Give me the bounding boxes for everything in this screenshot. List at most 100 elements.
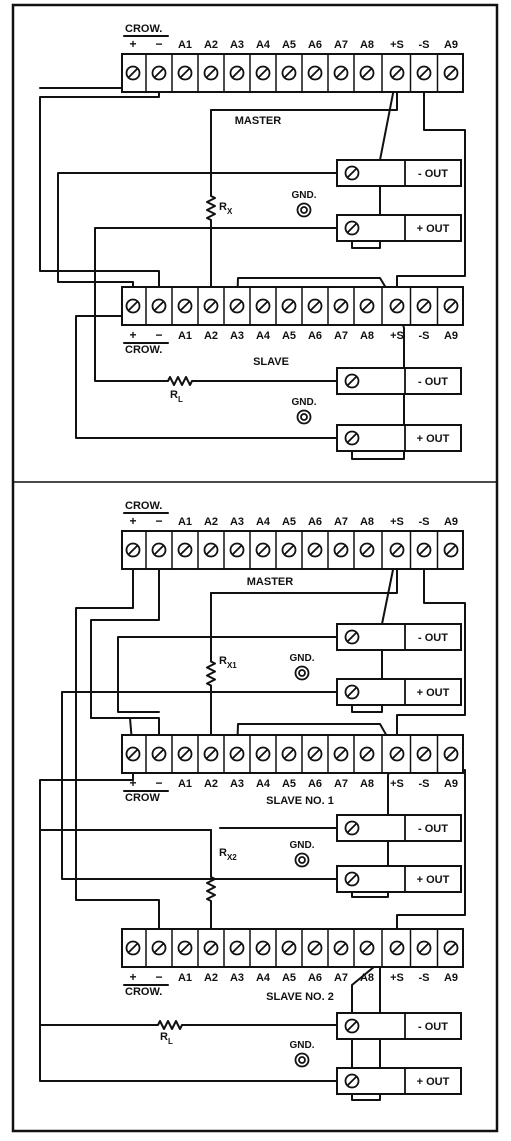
top-slave-screw-A8-slot bbox=[361, 300, 373, 312]
top-slave-screw-A7-slot bbox=[335, 300, 347, 312]
top-master-crow-plus: + bbox=[129, 37, 136, 51]
top-crow-plus-wire bbox=[39, 72, 134, 89]
top-slave-label-A1: A1 bbox=[178, 330, 192, 342]
bot-slave1-label-A9: A9 bbox=[444, 778, 458, 790]
bot-master-screw-A9-slot bbox=[445, 544, 457, 556]
bot-slave1-minus-out-screw-slot bbox=[346, 822, 358, 834]
bot-master-label-pS: +S bbox=[390, 516, 404, 528]
bot-master-plusout bbox=[61, 691, 338, 880]
bot-master-crow-plus: + bbox=[129, 514, 136, 528]
top-slave-gnd-inner bbox=[300, 413, 308, 421]
bot-slave2-screw-A7-slot bbox=[335, 942, 347, 954]
top-master-screw-A7-slot bbox=[335, 67, 347, 79]
bot-slave1-screw-A7-slot bbox=[335, 748, 347, 760]
top-master-screw-cp-slot bbox=[127, 67, 139, 79]
top-slave-screw-A2-slot bbox=[205, 300, 217, 312]
top-master-screw-A8-slot bbox=[361, 67, 373, 79]
top-slave-screw-cm-slot bbox=[153, 300, 165, 312]
bot-master-minus-out-screw-slot bbox=[346, 631, 358, 643]
bot-slave1-gnd-label: GND. bbox=[290, 840, 315, 851]
bot-slave1-screw-cm-slot bbox=[153, 748, 165, 760]
bot-master-label-mS: -S bbox=[419, 516, 430, 528]
bot-slave2-plus-out-label: + OUT bbox=[417, 1076, 450, 1088]
bot-master-screw-A2-slot bbox=[205, 544, 217, 556]
bot-master-label-A4: A4 bbox=[256, 516, 271, 528]
bot-slave2-crow-label: CROW. bbox=[125, 986, 162, 998]
bot-master-screw-A6-slot bbox=[309, 544, 321, 556]
bot-slave1-plus-out-label: + OUT bbox=[417, 874, 450, 886]
bot-master-plus-out-label: + OUT bbox=[417, 687, 450, 699]
top-slave-screw-pS-slot bbox=[391, 300, 403, 312]
bot-slave2-label-pS: +S bbox=[390, 972, 404, 984]
bot-slave1-label-A6: A6 bbox=[308, 778, 322, 790]
bot-master-screw-A3-slot bbox=[231, 544, 243, 556]
bot-slave1-crow-plus: + bbox=[129, 776, 136, 790]
bot-slave1-label-A2: A2 bbox=[204, 778, 218, 790]
top-master-screw-cm-slot bbox=[153, 67, 165, 79]
bot-slave2-crow-minus: − bbox=[155, 970, 162, 984]
top-master-label-A9: A9 bbox=[444, 39, 458, 51]
bot-slave2-minus-out-screw-slot bbox=[346, 1020, 358, 1032]
top-slave-screw-mS-slot bbox=[418, 300, 430, 312]
bot-slave1-label-A5: A5 bbox=[282, 778, 296, 790]
top-slave-label-A7: A7 bbox=[334, 330, 348, 342]
bot-slave1-gnd-inner bbox=[298, 856, 306, 864]
bot-slave1-label-A3: A3 bbox=[230, 778, 244, 790]
top-slave-label-A8: A8 bbox=[360, 330, 374, 342]
bot-slave2-screw-pS-slot bbox=[391, 942, 403, 954]
top-master-plus-out-label: + OUT bbox=[417, 223, 450, 235]
bot-master-crow-minus: − bbox=[155, 514, 162, 528]
bot-slave1-label-A1: A1 bbox=[178, 778, 192, 790]
bot-master-screw-A4-slot bbox=[257, 544, 269, 556]
top-minus-sense-wire bbox=[396, 72, 466, 307]
rl-wire bbox=[159, 376, 201, 386]
rx1-wire bbox=[206, 592, 216, 755]
top-master-label-A6: A6 bbox=[308, 39, 322, 51]
bot-slave2-label-A5: A5 bbox=[282, 972, 296, 984]
bot-master-label-A2: A2 bbox=[204, 516, 218, 528]
bot-slave1-screw-A5-slot bbox=[283, 748, 295, 760]
bot-slave1-minus-out-label: - OUT bbox=[418, 823, 448, 835]
top-master-screw-A2-slot bbox=[205, 67, 217, 79]
top-master-plus-out-screw-slot bbox=[346, 222, 358, 234]
bot-slave1-label-A4: A4 bbox=[256, 778, 271, 790]
top-slave-label-A9: A9 bbox=[444, 330, 458, 342]
top-master-screw-A1-slot bbox=[179, 67, 191, 79]
top-master-screw-A6-slot bbox=[309, 67, 321, 79]
top-master-label-A2: A2 bbox=[204, 39, 218, 51]
bot-master-label-A8: A8 bbox=[360, 516, 374, 528]
bot-slave2-label-A1: A1 bbox=[178, 972, 192, 984]
top-slave-label-A5: A5 bbox=[282, 330, 296, 342]
bot-slave2-label-A8: A8 bbox=[360, 972, 374, 984]
top-slave-label-A2: A2 bbox=[204, 330, 218, 342]
rl2-label: RL bbox=[160, 1031, 173, 1046]
top-master-screw-pS-slot bbox=[391, 67, 403, 79]
bot-slave2-crow-plus: + bbox=[129, 970, 136, 984]
bot-master-screw-pS-slot bbox=[391, 544, 403, 556]
outer-frame bbox=[11, 3, 499, 1133]
top-master-label-A5: A5 bbox=[282, 39, 296, 51]
bot-master-screw-mS-slot bbox=[418, 544, 430, 556]
bot-master-label-A7: A7 bbox=[334, 516, 348, 528]
bot-slave2-plusout bbox=[39, 1024, 338, 1082]
bot-master-label: MASTER bbox=[247, 576, 294, 588]
bot-master-minusout bbox=[117, 636, 338, 713]
top-master-label-A8: A8 bbox=[360, 39, 374, 51]
bot-master-label-A1: A1 bbox=[178, 516, 192, 528]
bot-master-screw-cm-slot bbox=[153, 544, 165, 556]
bot-master-gnd-inner bbox=[298, 669, 306, 677]
top-slave-label-pS: +S bbox=[390, 330, 404, 342]
bot-crow-chain-1 bbox=[75, 549, 160, 949]
rx-wire bbox=[206, 109, 216, 307]
top-master-label-A7: A7 bbox=[334, 39, 348, 51]
top-slave-label-A6: A6 bbox=[308, 330, 322, 342]
bot-slave2-screw-A2-slot bbox=[205, 942, 217, 954]
bot-master-label-A5: A5 bbox=[282, 516, 296, 528]
bot-slave1-screw-A9-slot bbox=[445, 748, 457, 760]
top-slave-screw-A4-slot bbox=[257, 300, 269, 312]
bot-slave1-screw-A2-slot bbox=[205, 748, 217, 760]
top-master-minus-out-screw-slot bbox=[346, 167, 358, 179]
top-master-label-mS: -S bbox=[419, 39, 430, 51]
